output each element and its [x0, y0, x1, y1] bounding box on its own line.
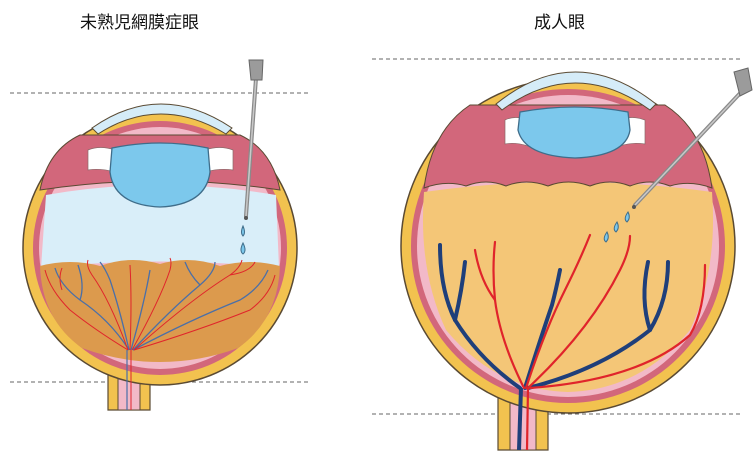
- central-vein-adult: [519, 388, 521, 450]
- eye-cross-section-premature: [23, 104, 297, 410]
- lens-adult: [518, 107, 630, 158]
- lens-premature: [110, 143, 210, 207]
- central-artery-adult: [527, 388, 528, 450]
- eye-cross-section-adult: [401, 72, 735, 450]
